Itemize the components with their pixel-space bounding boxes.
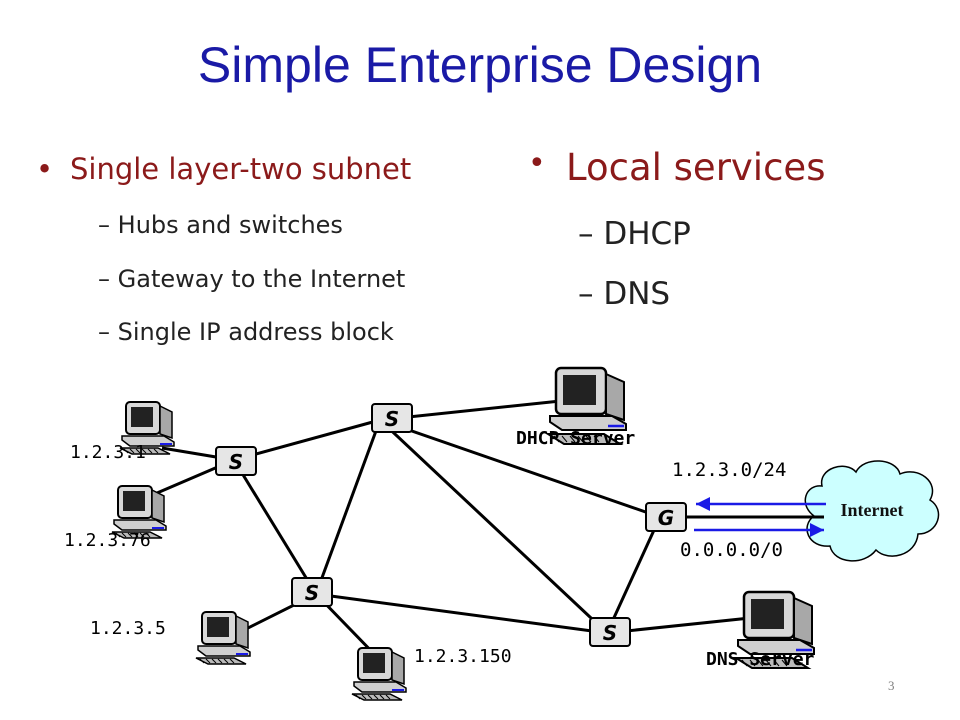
svg-text:S: S <box>603 621 617 645</box>
switch-node: S <box>371 403 413 433</box>
bullet-dot: • <box>36 152 54 186</box>
bullet-dot: • <box>528 146 546 181</box>
sub-bullet: – Hubs and switches <box>98 211 343 239</box>
host-ip-label: 1.2.3.1 <box>70 442 146 463</box>
host-ip-label: 1.2.3.150 <box>414 646 512 667</box>
dns-server-label: DNS Server <box>706 649 815 670</box>
svg-text:G: G <box>658 506 674 530</box>
sub-bullet-text: DHCP <box>603 216 691 252</box>
route-label-outbound: 0.0.0.0/0 <box>680 539 783 561</box>
svg-text:S: S <box>385 407 399 431</box>
dhcp-server-label: DHCP Server <box>516 428 635 449</box>
svg-text:S: S <box>305 581 319 605</box>
route-arrow <box>696 497 826 511</box>
sub-bullet-text: DNS <box>603 276 671 312</box>
slide-title: Simple Enterprise Design <box>197 37 763 93</box>
sub-bullet: – Gateway to the Internet <box>98 265 406 293</box>
sub-bullet: – DHCP <box>578 216 691 252</box>
bullet-heading: Local services <box>566 146 826 189</box>
host-ip-label: 1.2.3.5 <box>90 618 166 639</box>
host-ip-label: 1.2.3.76 <box>64 530 151 551</box>
svg-text:S: S <box>229 450 243 474</box>
switch-node: S <box>291 577 333 607</box>
svg-text:Internet: Internet <box>841 500 904 520</box>
switch-node: S <box>589 617 631 647</box>
host-computer-icon <box>195 611 251 665</box>
sub-bullet-text: Hubs and switches <box>117 211 343 239</box>
route-arrow <box>694 523 824 537</box>
gateway-node: G <box>645 502 687 532</box>
sub-bullet-text: Gateway to the Internet <box>117 265 406 293</box>
internet-cloud: Internet <box>804 460 940 562</box>
sub-bullet: – Single IP address block <box>98 318 394 346</box>
sub-bullet-text: Single IP address block <box>117 318 394 346</box>
switch-node: S <box>215 446 257 476</box>
slide-number: 3 <box>888 678 895 693</box>
host-computer-icon <box>351 647 407 701</box>
sub-bullet: – DNS <box>578 276 671 312</box>
route-label-inbound: 1.2.3.0/24 <box>672 459 786 481</box>
bullet-heading: Single layer-two subnet <box>70 152 412 186</box>
